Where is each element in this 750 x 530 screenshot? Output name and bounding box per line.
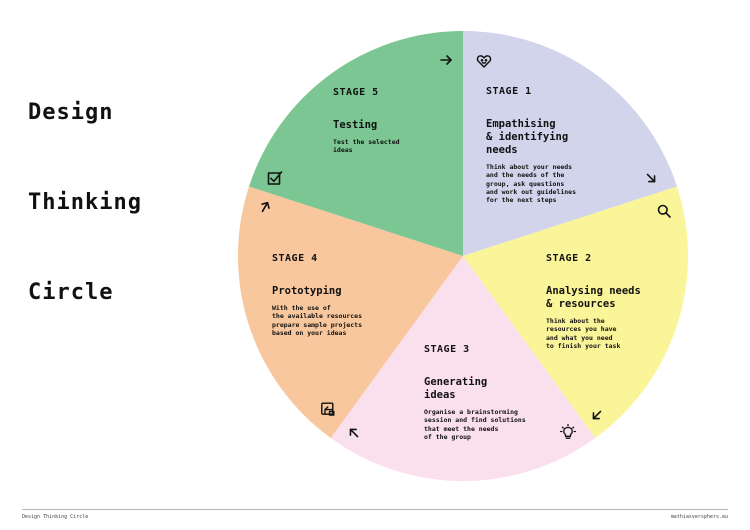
stage-4-label: STAGE 4 bbox=[272, 253, 318, 264]
lightbulb-icon bbox=[560, 424, 576, 440]
arrow-stage4-to-stage5 bbox=[261, 201, 270, 213]
page-title: Design Thinking Circle bbox=[28, 38, 142, 338]
stage-3-label: STAGE 3 bbox=[424, 344, 470, 355]
stage-2-label: STAGE 2 bbox=[546, 253, 592, 264]
stage-5-segment bbox=[249, 31, 463, 256]
footer-website: mathiasversphers.eu bbox=[670, 514, 728, 520]
stage-4-description: With the use of the available resources … bbox=[272, 304, 363, 337]
arrow-stage3-to-stage4 bbox=[349, 428, 359, 438]
stage-3-segment bbox=[330, 256, 596, 481]
checkbox-icon bbox=[267, 170, 283, 186]
magnifier-icon bbox=[656, 203, 672, 219]
stage-3-description: Organise a brainstorming session and fin… bbox=[424, 408, 526, 441]
arrow-stage1-to-stage2 bbox=[646, 173, 656, 183]
stage-5-description: Test the selected ideas bbox=[333, 138, 400, 155]
stage-4-block: STAGE 4 Prototyping With the use of the … bbox=[272, 253, 362, 337]
stage-1-block: STAGE 1 Empathising & identifying needs … bbox=[486, 86, 576, 204]
footer-title: Design Thinking Circle bbox=[22, 514, 89, 520]
stage-5-name: Testing bbox=[333, 119, 378, 131]
stage-2-description: Think about the resources you have and w… bbox=[546, 317, 621, 350]
stage-3-block: STAGE 3 Generating ideas Organise a brai… bbox=[424, 344, 526, 441]
stage-4-segment bbox=[237, 186, 463, 439]
stage-1-description: Think about your needs and the needs of … bbox=[486, 163, 577, 205]
title-line-1: Design bbox=[28, 100, 114, 125]
arrow-stage2-to-stage3 bbox=[592, 410, 602, 420]
stage-2-name: Analysing needs & resources bbox=[546, 285, 641, 310]
heart-icon bbox=[476, 53, 492, 69]
stage-2-block: STAGE 2 Analysing needs & resources Thin… bbox=[546, 253, 641, 350]
stage-1-label: STAGE 1 bbox=[486, 86, 532, 97]
title-line-3: Circle bbox=[28, 280, 114, 305]
sketch-icon bbox=[320, 401, 336, 417]
stage-2-segment bbox=[463, 186, 689, 439]
stage-5-label: STAGE 5 bbox=[333, 87, 379, 98]
arrow-stage5-to-stage1 bbox=[440, 55, 452, 65]
footer-divider bbox=[22, 509, 728, 510]
stage-5-block: STAGE 5 Testing Test the selected ideas bbox=[333, 87, 400, 155]
stage-4-name: Prototyping bbox=[272, 285, 342, 297]
stage-3-name: Generating ideas bbox=[424, 376, 488, 401]
title-line-2: Thinking bbox=[28, 190, 142, 215]
stage-1-name: Empathising & identifying needs bbox=[486, 118, 569, 156]
stage-1-segment bbox=[463, 31, 677, 256]
